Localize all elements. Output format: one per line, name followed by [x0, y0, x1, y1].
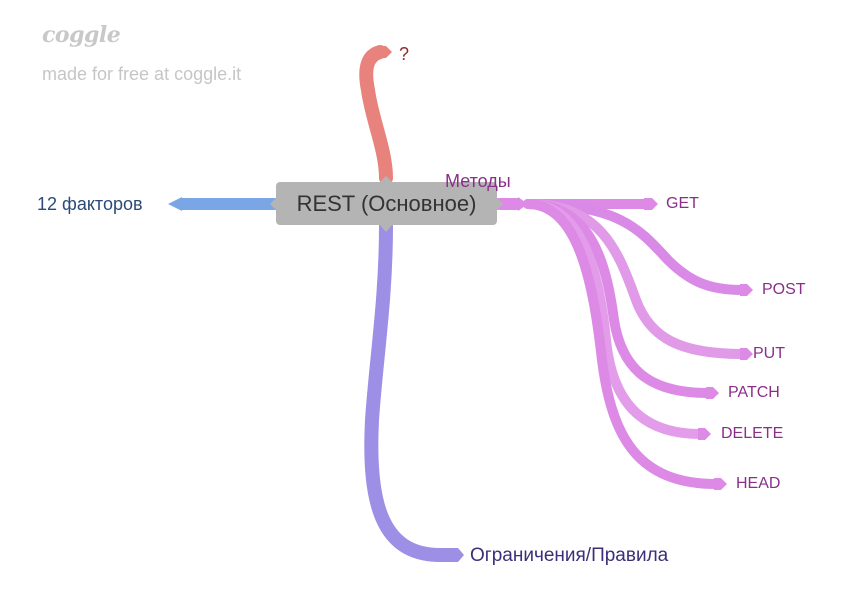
branch-patch [523, 199, 713, 398]
branch-post [523, 199, 747, 295]
methods-arrowheads [644, 198, 753, 490]
node-post[interactable]: POST [762, 281, 806, 298]
node-12-factors[interactable]: 12 факторов [37, 194, 143, 214]
coggle-tagline: made for free at coggle.it [42, 64, 242, 84]
arrow-put [740, 348, 753, 360]
node-rules[interactable]: Ограничения/Правила [470, 545, 669, 566]
root-notch-right [497, 198, 503, 210]
arrow-delete [698, 428, 711, 440]
node-put[interactable]: PUT [753, 345, 785, 362]
branch-factors-arrow [168, 197, 182, 211]
node-head[interactable]: HEAD [736, 475, 781, 492]
node-patch[interactable]: PATCH [728, 384, 780, 401]
root-notch-bottom [380, 225, 392, 232]
node-delete[interactable]: DELETE [721, 425, 784, 442]
root-notch-top [380, 176, 392, 182]
arrow-post [740, 284, 753, 296]
branch-question [359, 45, 393, 185]
coggle-logo: coggle [42, 22, 121, 48]
branch-rules-arrow [448, 548, 464, 562]
arrow-patch [706, 387, 719, 399]
node-methods[interactable]: Методы [445, 171, 511, 191]
root-notch-left [270, 198, 276, 210]
root-node[interactable]: REST (Основное) [276, 182, 497, 225]
methods-children [523, 199, 747, 489]
branch-head [523, 199, 721, 489]
branch-put [523, 199, 747, 359]
arrow-get [644, 198, 658, 210]
node-get[interactable]: GET [666, 195, 699, 212]
branch-rules [364, 219, 459, 562]
arrow-head [714, 478, 727, 490]
root-node-label: REST (Основное) [296, 190, 477, 216]
node-question[interactable]: ? [399, 44, 410, 64]
branch-question-arrow [376, 46, 392, 58]
